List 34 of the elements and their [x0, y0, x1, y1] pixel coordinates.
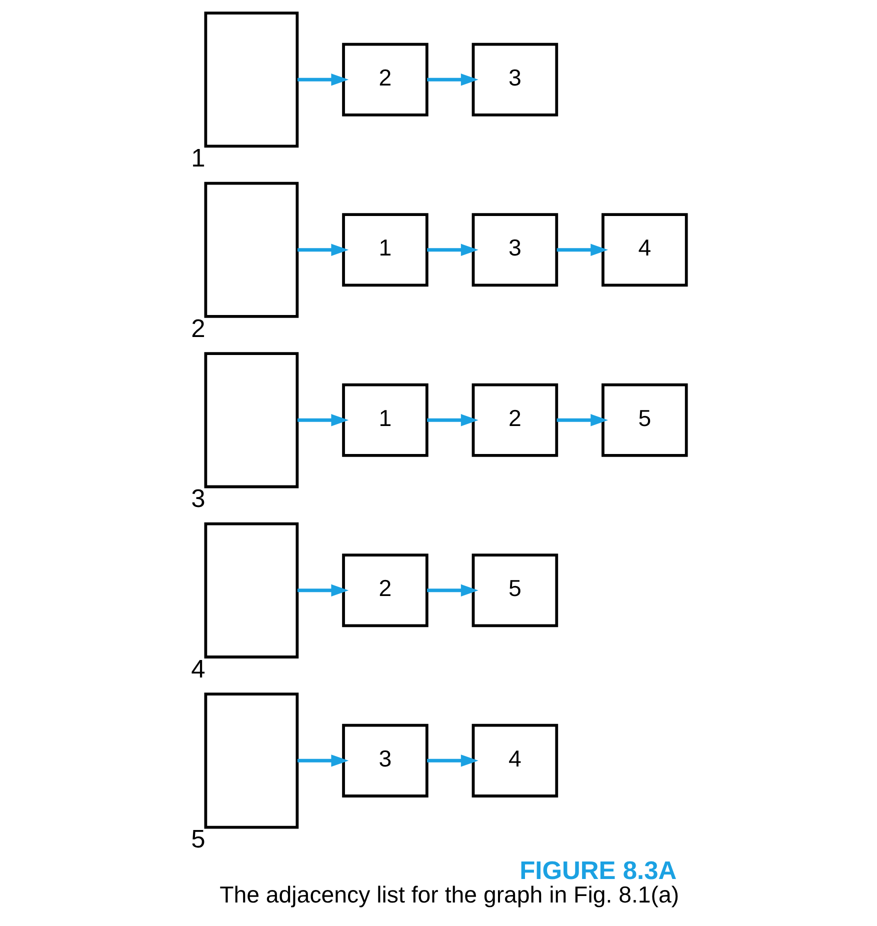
node-box: 3	[472, 42, 558, 116]
arrow	[297, 754, 349, 767]
node-box: 2	[342, 42, 428, 116]
node-label: 1	[191, 144, 206, 173]
arrow	[556, 244, 608, 256]
arrow	[297, 414, 349, 426]
node-box: 3	[472, 213, 558, 287]
node-box: 2	[472, 383, 558, 457]
arrow	[297, 244, 349, 256]
arrow	[556, 414, 608, 426]
node-box: 1	[342, 383, 428, 457]
node-box: 4	[472, 724, 558, 798]
node-box	[204, 692, 299, 829]
node-box	[204, 12, 299, 148]
arrow	[297, 74, 349, 86]
node-box	[204, 182, 299, 318]
node-box: 5	[472, 554, 558, 628]
arrow	[427, 244, 478, 256]
node-label: 4	[191, 655, 206, 684]
arrow	[427, 754, 478, 767]
node-box: 4	[602, 213, 688, 287]
arrow	[297, 584, 349, 596]
node-label: 3	[191, 485, 206, 514]
node-box	[204, 522, 299, 658]
node-label: 5	[191, 826, 206, 854]
arrow	[427, 74, 478, 86]
arrow	[427, 584, 478, 596]
node-box	[204, 352, 299, 488]
node-box: 2	[342, 554, 428, 628]
arrow	[427, 414, 478, 426]
node-box: 1	[342, 213, 428, 287]
node-label: 2	[191, 314, 206, 343]
node-box: 5	[602, 383, 688, 457]
node-box: 3	[342, 724, 428, 798]
